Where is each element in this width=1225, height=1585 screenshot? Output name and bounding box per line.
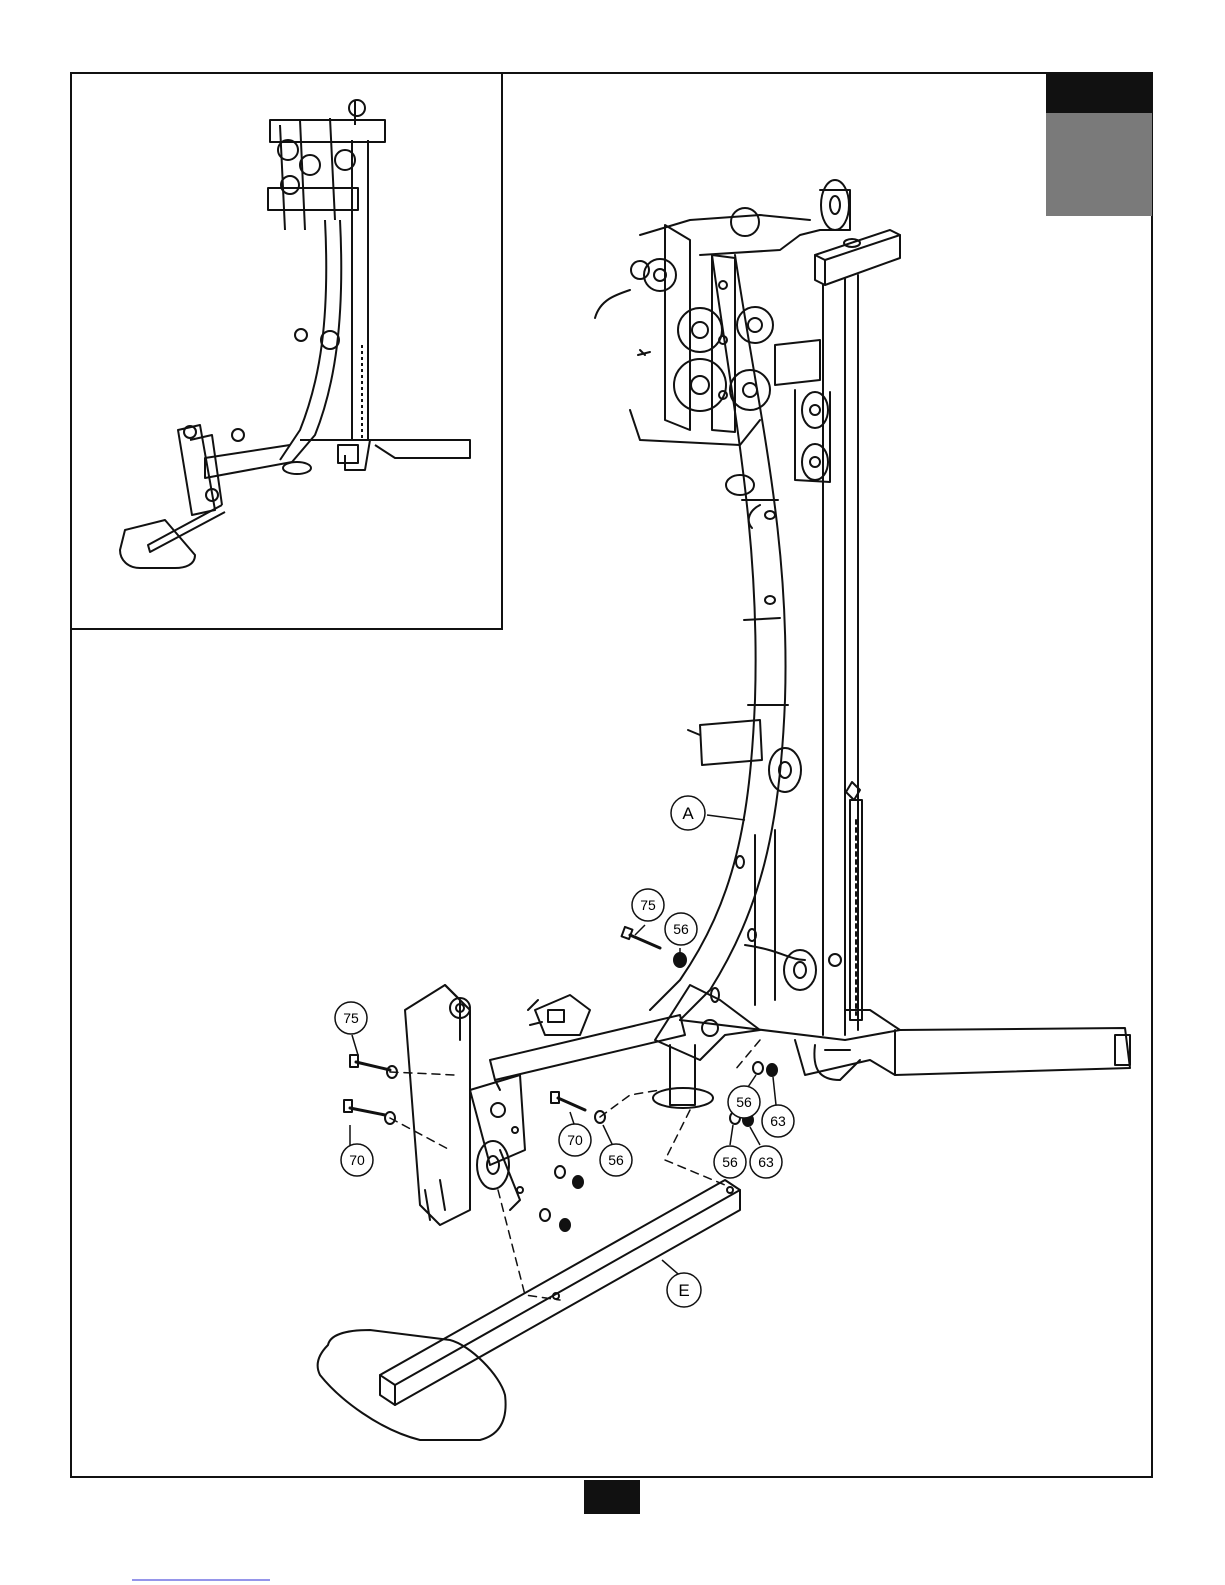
overview-inset xyxy=(71,73,502,629)
callout-e-label: E xyxy=(678,1281,689,1300)
callout-washer-56-right-upper: 56 xyxy=(728,1075,760,1118)
callout-nut-63-right-upper: 63 xyxy=(762,1077,794,1137)
callout-70-left-label: 70 xyxy=(349,1152,365,1168)
callout-a-label: A xyxy=(682,804,694,823)
callout-56-upper-label: 56 xyxy=(673,921,689,937)
lower-arm xyxy=(490,985,760,1108)
callout-56-mid-label: 56 xyxy=(608,1152,624,1168)
weight-column xyxy=(823,275,862,1035)
callout-frame-e: E xyxy=(662,1260,701,1307)
callout-bolt-75-left: 75 xyxy=(335,1002,367,1055)
footbar-e xyxy=(318,1180,740,1440)
head-assembly xyxy=(595,180,900,528)
callout-70-mid-label: 70 xyxy=(567,1132,583,1148)
callout-63-right-upper-label: 63 xyxy=(770,1113,786,1129)
callout-56-right-lower-label: 56 xyxy=(722,1154,738,1170)
callout-frame-a: A xyxy=(671,796,745,830)
callout-75-upper-label: 75 xyxy=(640,897,656,913)
inset-border xyxy=(71,73,502,629)
section-tab-dark xyxy=(1046,73,1152,113)
callout-washer-56-right-lower: 56 xyxy=(714,1125,746,1178)
callout-75-left-label: 75 xyxy=(343,1010,359,1026)
pivot-arms xyxy=(405,985,525,1225)
section-tab-grey xyxy=(1046,113,1152,216)
callout-bolt-75-upper: 75 xyxy=(632,889,664,935)
page-number-block xyxy=(584,1480,640,1514)
callout-washer-56-upper: 56 xyxy=(665,913,697,954)
callout-bolt-70-mid: 70 xyxy=(559,1112,591,1156)
hardware xyxy=(344,927,777,1231)
callout-56-right-upper-label: 56 xyxy=(736,1094,752,1110)
callout-63-right-lower-label: 63 xyxy=(758,1154,774,1170)
callout-washer-56-mid: 56 xyxy=(600,1125,632,1176)
callout-bolt-70-left: 70 xyxy=(341,1125,373,1176)
assembly-guides xyxy=(390,1040,760,1300)
